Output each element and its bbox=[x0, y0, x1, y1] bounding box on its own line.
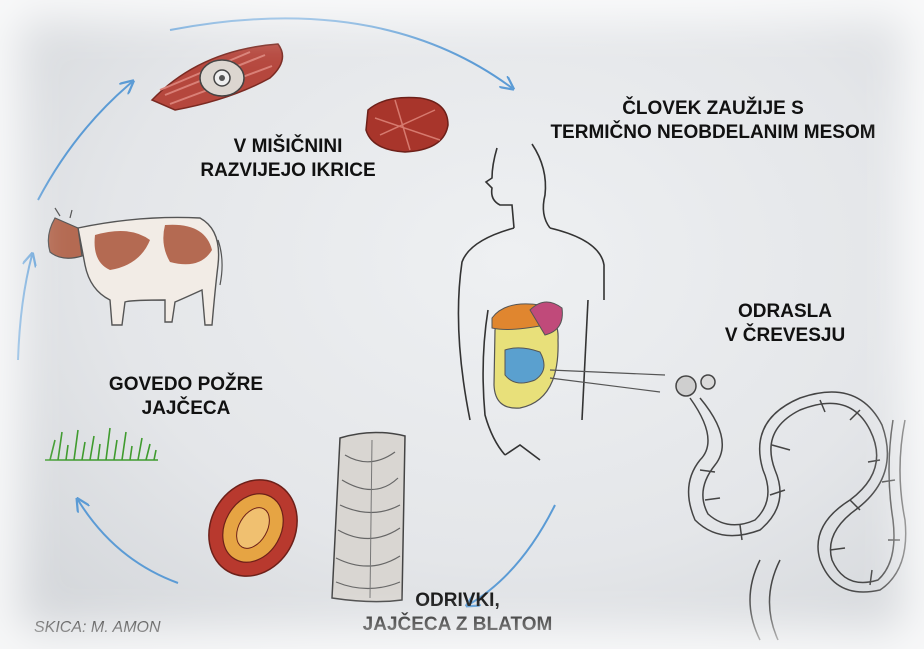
label-human-line1: ČLOVEK ZAUŽIJE S bbox=[508, 97, 918, 121]
label-muscle-line2: RAZVIJEJO IKRICE bbox=[168, 159, 408, 183]
muscle-cyst-drawing bbox=[152, 44, 283, 110]
label-feces: ODRIVKI, JAJČECA Z BLATOM bbox=[330, 589, 585, 637]
human-body-outline bbox=[458, 144, 604, 460]
label-feces-line2: JAJČECA Z BLATOM bbox=[330, 613, 585, 637]
proglottid-drawing bbox=[332, 432, 405, 601]
label-cow-line1: GOVEDO POŽRE bbox=[76, 373, 296, 397]
label-feces-line1: ODRIVKI, bbox=[330, 589, 585, 613]
label-muscle: V MIŠIČNINI RAZVIJEJO IKRICE bbox=[168, 135, 408, 183]
sketch-credit: SKICA: M. AMON bbox=[34, 619, 161, 637]
intestine-drawing bbox=[492, 302, 665, 408]
cow-drawing bbox=[48, 208, 222, 325]
label-adult-line1: ODRASLA bbox=[690, 300, 880, 324]
label-cow: GOVEDO POŽRE JAJČECA bbox=[76, 373, 296, 421]
label-adult-line2: V ČREVESJU bbox=[690, 324, 880, 348]
label-cow-line2: JAJČECA bbox=[76, 397, 296, 421]
label-muscle-line1: V MIŠIČNINI bbox=[168, 135, 408, 159]
egg-drawing bbox=[192, 464, 315, 593]
label-adult: ODRASLA V ČREVESJU bbox=[690, 300, 880, 348]
label-human: ČLOVEK ZAUŽIJE S TERMIČNO NEOBDELANIM ME… bbox=[508, 97, 918, 145]
label-human-line2: TERMIČNO NEOBDELANIM MESOM bbox=[508, 121, 918, 145]
tapeworm-drawing bbox=[676, 375, 906, 640]
grass-drawing bbox=[45, 428, 158, 460]
